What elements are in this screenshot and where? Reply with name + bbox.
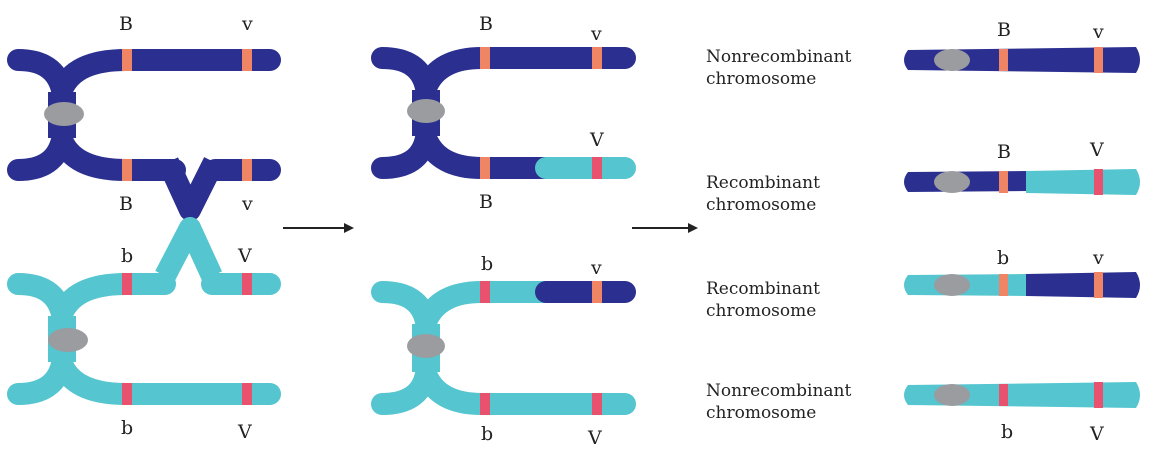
stage2-label-b-lower: b: [481, 423, 493, 445]
stage2-marker-B-upper: [480, 47, 490, 69]
stage2-centromere-top: [407, 99, 445, 123]
stage2-marker-b-upper: [480, 281, 490, 303]
stage2-label-V-lower: V: [587, 427, 602, 449]
stage2-marker-b-lower: [480, 393, 490, 415]
stage2-label-b-upper: b: [481, 253, 493, 275]
product-3-type-line2: chromosome: [706, 301, 816, 321]
product-4-type-line1: Nonrecombinant: [706, 381, 851, 401]
stage2-top-upper-chromatid: [371, 47, 636, 99]
product-4-marker-b: [999, 384, 1008, 406]
stage1-centromere-dark: [44, 102, 84, 126]
product-2-chromosome-light-segment: [1026, 169, 1140, 195]
stage2-label-V-mid: V: [589, 129, 604, 151]
product-4-marker-V: [1094, 382, 1103, 408]
product-2-label-V: V: [1089, 139, 1104, 161]
stage1-marker-v-upper: [242, 49, 252, 71]
chiasma-light-arms: [155, 217, 222, 282]
stage1-label-V-lower: V: [237, 421, 252, 443]
product-2-marker-V: [1094, 169, 1103, 195]
product-3-chromosome-dark-segment: [1026, 272, 1140, 298]
product-1-type-line1: Nonrecombinant: [706, 47, 851, 67]
product-1-nonrecombinant-chromosome: Nonrecombinant chromosome B v: [706, 19, 1140, 89]
stage2-marker-V-lower: [592, 393, 602, 415]
product-4-centromere: [934, 384, 970, 406]
product-3-centromere: [934, 274, 970, 296]
stage1-marker-B-lower: [122, 159, 132, 181]
stage2-pair-bottom: [371, 281, 636, 415]
stage1-crossover-chiasma: [155, 157, 224, 282]
product-3-recombinant-chromosome: Recombinant chromosome b v: [706, 247, 1140, 321]
stage2-pair-top: [371, 47, 636, 179]
stage2-marker-V-lower: [592, 157, 602, 179]
product-1-label-B: B: [997, 19, 1011, 41]
product-2-label-B: B: [997, 141, 1011, 163]
product-1-type-line2: chromosome: [706, 69, 816, 89]
product-2-centromere: [934, 171, 970, 193]
stage1-label-V-upper: V: [237, 245, 252, 267]
product-2-marker-B: [999, 171, 1008, 193]
stage1-label-B-top: B: [119, 13, 133, 35]
stage2-label-v-top: v: [590, 23, 602, 45]
stage1-label-B-mid: B: [119, 193, 133, 215]
stage2-marker-v-upper: [592, 281, 602, 303]
stage2-marker-B-lower: [480, 157, 490, 179]
stage2-marker-v-upper: [592, 47, 602, 69]
product-1-marker-v: [1094, 47, 1103, 73]
product-1-label-v: v: [1092, 21, 1104, 43]
product-1-marker-B: [999, 49, 1008, 71]
product-2-type-line2: chromosome: [706, 195, 816, 215]
product-3-marker-v: [1094, 272, 1103, 298]
stage1-dark-chromatid-lower: [7, 129, 186, 181]
product-2-recombinant-chromosome: Recombinant chromosome B V: [706, 139, 1140, 215]
stage2-centromere-bottom: [407, 334, 445, 358]
product-3-type-line1: Recombinant: [706, 279, 820, 299]
stage1-marker-B-upper: [122, 49, 132, 71]
stage2-bottom-upper-chromatid-light: [371, 281, 557, 333]
stage1-dark-chromatid-upper: [7, 49, 281, 101]
stage1-label-b-upper: b: [121, 245, 133, 267]
product-4-label-b: b: [1001, 421, 1013, 443]
stage2-bottom-lower-chromatid: [371, 363, 636, 415]
stage2-label-v-upper: v: [590, 257, 602, 279]
stage2-label-B-mid: B: [479, 191, 493, 213]
stage1-centromere-light: [48, 328, 88, 352]
stage1-homologous-pair-light: [7, 273, 281, 405]
stage1-marker-b-lower: [122, 383, 132, 405]
stage1-light-chromatid-lower: [7, 353, 281, 405]
stage1-light-chromatid-upper: [7, 273, 176, 325]
product-4-type-line2: chromosome: [706, 403, 816, 423]
product-1-centromere: [934, 49, 970, 71]
stage1-marker-V-upper: [242, 273, 252, 295]
stage1-label-v-top: v: [241, 13, 253, 35]
product-3-marker-b: [999, 274, 1008, 296]
product-2-type-line1: Recombinant: [706, 173, 820, 193]
product-4-nonrecombinant-chromosome: Nonrecombinant chromosome b V: [706, 381, 1140, 445]
chiasma-dark-arms: [158, 157, 224, 221]
stage1-marker-v-lower: [242, 159, 252, 181]
product-3-label-b: b: [997, 247, 1009, 269]
stage1-marker-b-upper: [122, 273, 132, 295]
product-4-label-V: V: [1089, 423, 1104, 445]
stage2-top-lower-chromatid-dark: [371, 127, 557, 179]
product-3-label-v: v: [1092, 247, 1104, 269]
stage1-label-v-mid: v: [241, 193, 253, 215]
stage1-marker-V-lower: [242, 383, 252, 405]
stage1-label-b-lower: b: [121, 417, 133, 439]
stage1-homologous-pair-dark: [7, 49, 281, 181]
stage2-label-B-top: B: [479, 13, 493, 35]
